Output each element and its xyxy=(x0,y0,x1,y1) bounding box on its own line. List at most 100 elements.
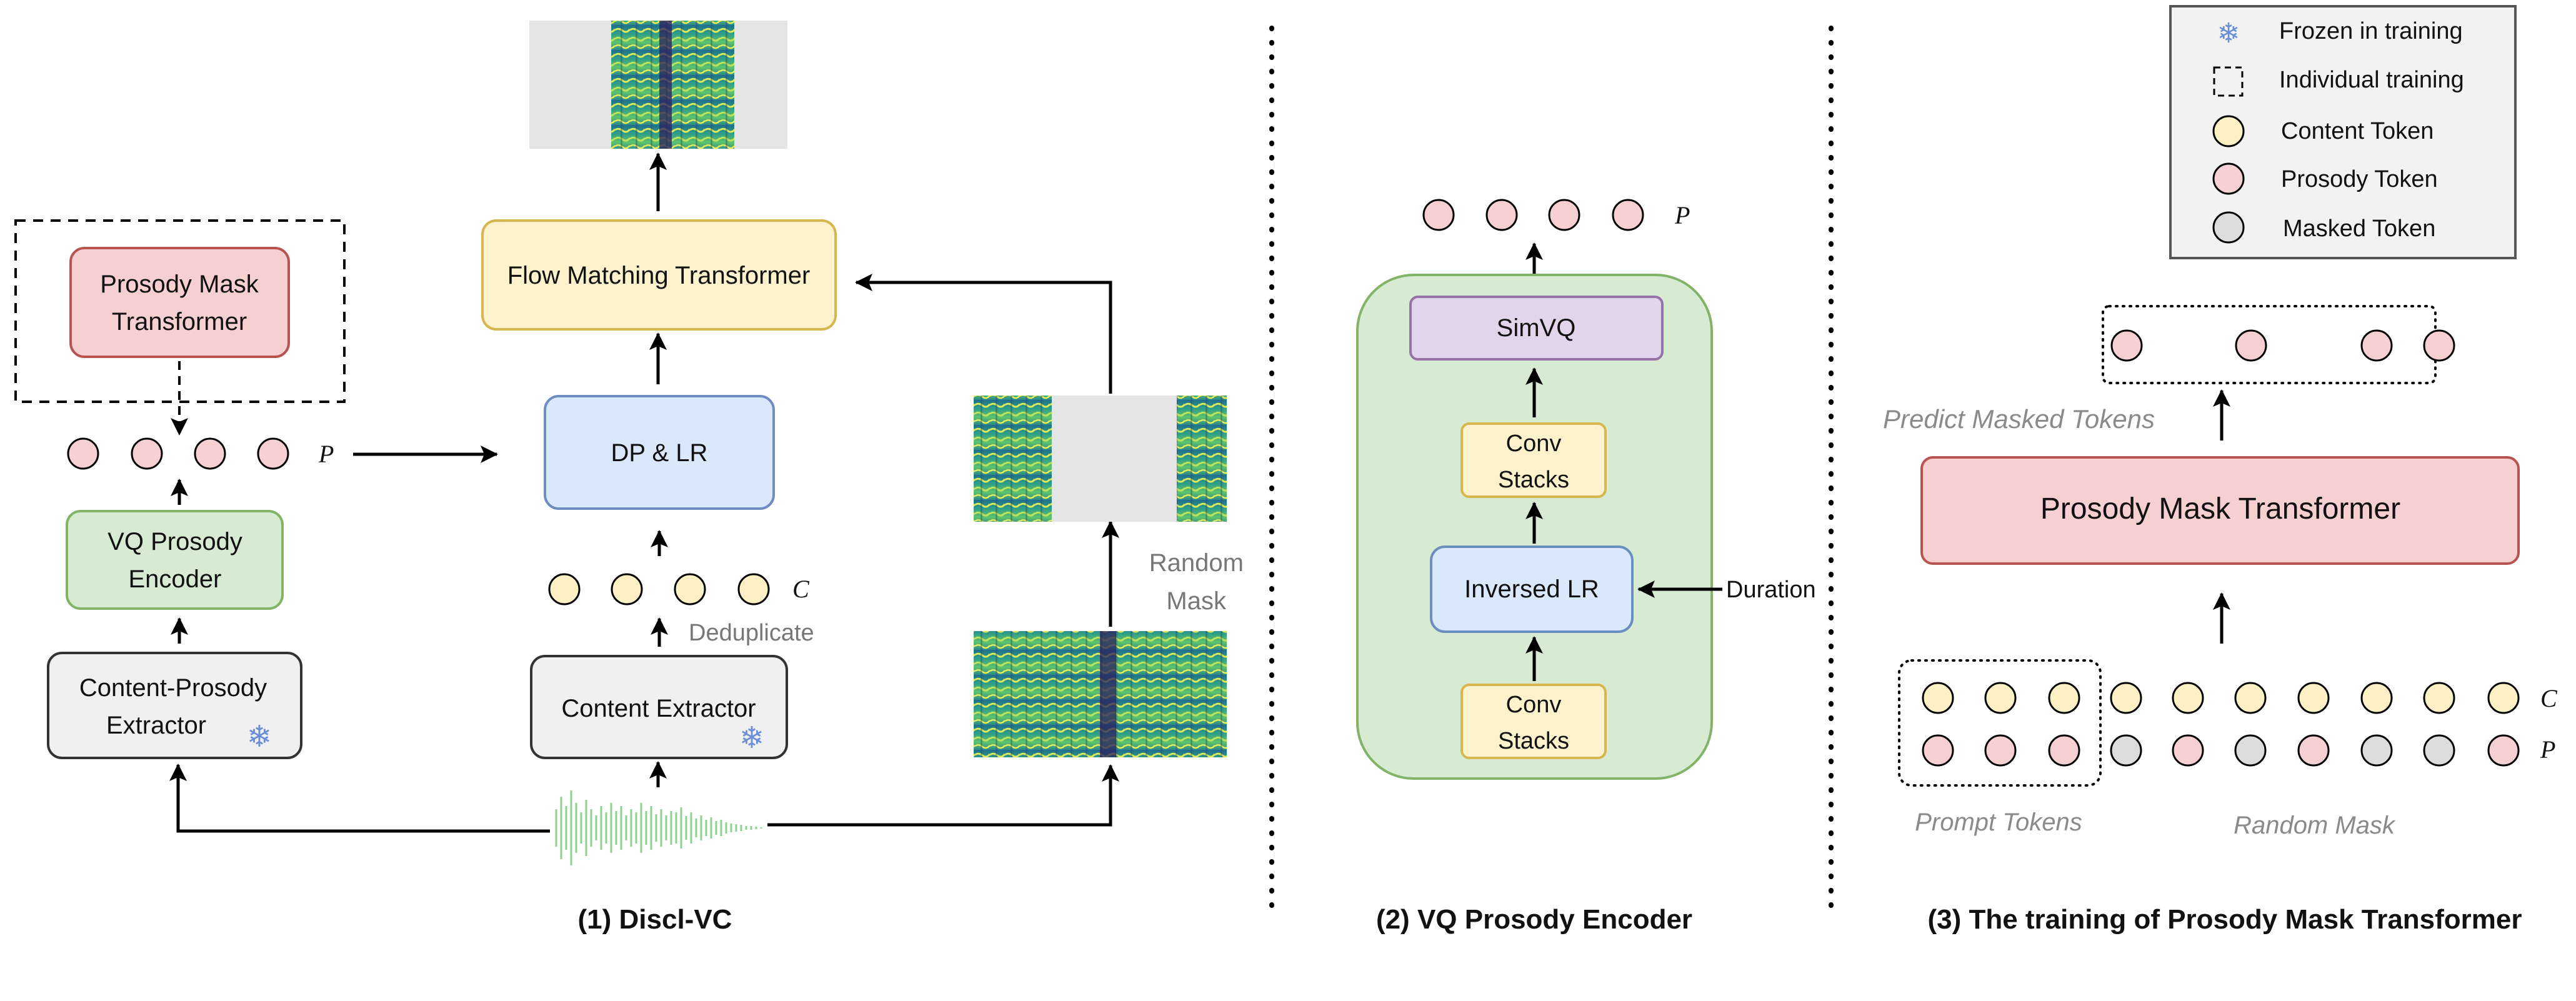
random-mask-label: Random Mask xyxy=(2234,812,2396,839)
content-tokens-row: C xyxy=(548,573,810,605)
content-token xyxy=(2423,682,2455,714)
conv-top-label-line1: Conv xyxy=(1506,431,1562,457)
content-token xyxy=(674,573,706,605)
dp-lr-label: DP & LR xyxy=(611,439,708,467)
dashed-square-icon xyxy=(2213,66,2244,97)
content-token-icon xyxy=(2212,115,2245,147)
flow-matching-transformer-box: Flow Matching Transformer xyxy=(481,219,837,331)
prosody-token xyxy=(2110,329,2143,362)
prosody-token xyxy=(2360,329,2393,362)
masked-token xyxy=(2423,734,2455,767)
masked-token xyxy=(2234,734,2267,767)
duration-label: Duration xyxy=(1726,577,1816,603)
prosody-token xyxy=(1612,199,1644,231)
content-token xyxy=(1922,682,1954,714)
prosody-token xyxy=(1984,734,2017,767)
masked-token xyxy=(2110,734,2142,767)
output-spectrogram xyxy=(529,21,787,149)
input-content-tokens-row: C xyxy=(1922,682,2558,714)
prosody-tokens-row: P xyxy=(67,437,334,470)
legend-individual-label: Individual training xyxy=(2279,67,2464,93)
flow-matching-label: Flow Matching Transformer xyxy=(507,262,811,289)
prosody-token xyxy=(2048,734,2080,767)
prosody-token xyxy=(2172,734,2204,767)
content-extractor-box: Content Extractor ❄ xyxy=(530,655,788,759)
p3-c-symbol: C xyxy=(2540,684,2558,712)
inversed-lr-label: Inversed LR xyxy=(1464,575,1599,603)
individual-training-dashed-box xyxy=(14,219,346,403)
input-prosody-tokens-row xyxy=(1922,734,2520,767)
prosody-token xyxy=(2487,734,2520,767)
content-token xyxy=(1984,682,2017,714)
legend-content-label: Content Token xyxy=(2281,118,2434,144)
content-token xyxy=(2234,682,2267,714)
panel-discl-vc: Flow Matching Transformer DP & LR C Dedu… xyxy=(14,21,1244,935)
content-prosody-extractor-box: Content-Prosody Extractor ❄ xyxy=(47,652,302,759)
prosody-token xyxy=(2297,734,2330,767)
cp-extractor-label-line2: Extractor xyxy=(106,712,206,739)
prosody-token xyxy=(194,437,226,470)
content-token xyxy=(2048,682,2080,714)
inversed-lr-box: Inversed LR xyxy=(1430,545,1634,633)
prompt-tokens-dotted-box xyxy=(1898,659,2102,787)
prosody-token xyxy=(2423,329,2455,362)
arrow-masked-to-flow xyxy=(855,274,1112,394)
legend-frozen-label: Frozen in training xyxy=(2279,18,2463,44)
predicted-tokens-dotted-box xyxy=(2102,305,2437,384)
conv-stacks-top-box: Conv Stacks xyxy=(1460,422,1607,498)
prosody-token-icon xyxy=(2212,162,2245,195)
cp-extractor-label-line1: Content-Prosody xyxy=(79,674,267,702)
vq-encoder-label-line2: Encoder xyxy=(129,565,222,593)
prosody-token xyxy=(257,437,289,470)
dp-lr-box: DP & LR xyxy=(544,395,775,510)
p-symbol: P xyxy=(318,440,334,468)
content-extractor-label: Content Extractor xyxy=(561,695,756,722)
content-token xyxy=(2172,682,2204,714)
conv-top-label-line2: Stacks xyxy=(1498,467,1569,493)
simvq-box: SimVQ xyxy=(1409,296,1664,361)
vq-encoder-label-line1: VQ Prosody xyxy=(107,528,242,555)
prosody-token xyxy=(131,437,163,470)
pmt-main-box: Prosody Mask Transformer xyxy=(1920,456,2520,565)
pmt-label-line1: Prosody Mask xyxy=(100,271,259,298)
content-token xyxy=(611,573,643,605)
panel1-caption: (1) Discl-VC xyxy=(578,904,732,935)
random-mask-label-line1: Random xyxy=(1149,549,1244,577)
vq-prosody-encoder-box: VQ Prosody Encoder xyxy=(66,510,284,610)
content-token xyxy=(2110,682,2142,714)
masked-token xyxy=(2360,734,2393,767)
random-mask-label-line2: Mask xyxy=(1166,587,1227,615)
pmt-label-line2: Transformer xyxy=(112,308,247,336)
prompt-tokens-label: Prompt Tokens xyxy=(1915,809,2082,836)
input-spectrogram xyxy=(974,631,1227,757)
predicted-tokens-row xyxy=(2110,329,2455,362)
audio-waveform-icon xyxy=(555,790,762,865)
content-token xyxy=(2487,682,2520,714)
legend: ❄ Frozen in training Individual training… xyxy=(2169,5,2517,259)
panel3-caption: (3) The training of Prosody Mask Transfo… xyxy=(1927,904,2522,935)
p2-p-symbol: P xyxy=(1674,201,1690,229)
conv-stacks-bottom-box: Conv Stacks xyxy=(1460,684,1607,759)
content-token xyxy=(2360,682,2393,714)
masked-spectrogram xyxy=(974,396,1227,522)
prosody-token xyxy=(1922,734,1954,767)
simvq-label: SimVQ xyxy=(1497,314,1576,342)
conv-bot-label-line1: Conv xyxy=(1506,692,1562,718)
c-symbol: C xyxy=(792,575,810,603)
snowflake-icon: ❄ xyxy=(739,722,764,755)
pmt-main-label: Prosody Mask Transformer xyxy=(2040,492,2400,525)
content-token xyxy=(2297,682,2330,714)
masked-token-icon xyxy=(2212,211,2245,244)
conv-bot-label-line2: Stacks xyxy=(1498,728,1569,754)
arrow-audio-to-spectrogram xyxy=(767,764,1119,827)
panel-pmt-training: ❄ Frozen in training Individual training… xyxy=(1883,5,2558,935)
prosody-token xyxy=(1485,199,1518,231)
prosody-token xyxy=(1422,199,1455,231)
legend-prosody-label: Prosody Token xyxy=(2281,166,2438,192)
panel2-caption: (2) VQ Prosody Encoder xyxy=(1376,904,1692,935)
panel-vq-prosody-encoder: P SimVQ Conv Stacks Inversed LR Duration… xyxy=(1356,199,1816,935)
predict-masked-label: Predict Masked Tokens xyxy=(1883,404,2155,434)
snowflake-icon: ❄ xyxy=(247,720,272,754)
prosody-mask-transformer-box: Prosody Mask Transformer xyxy=(69,247,290,358)
